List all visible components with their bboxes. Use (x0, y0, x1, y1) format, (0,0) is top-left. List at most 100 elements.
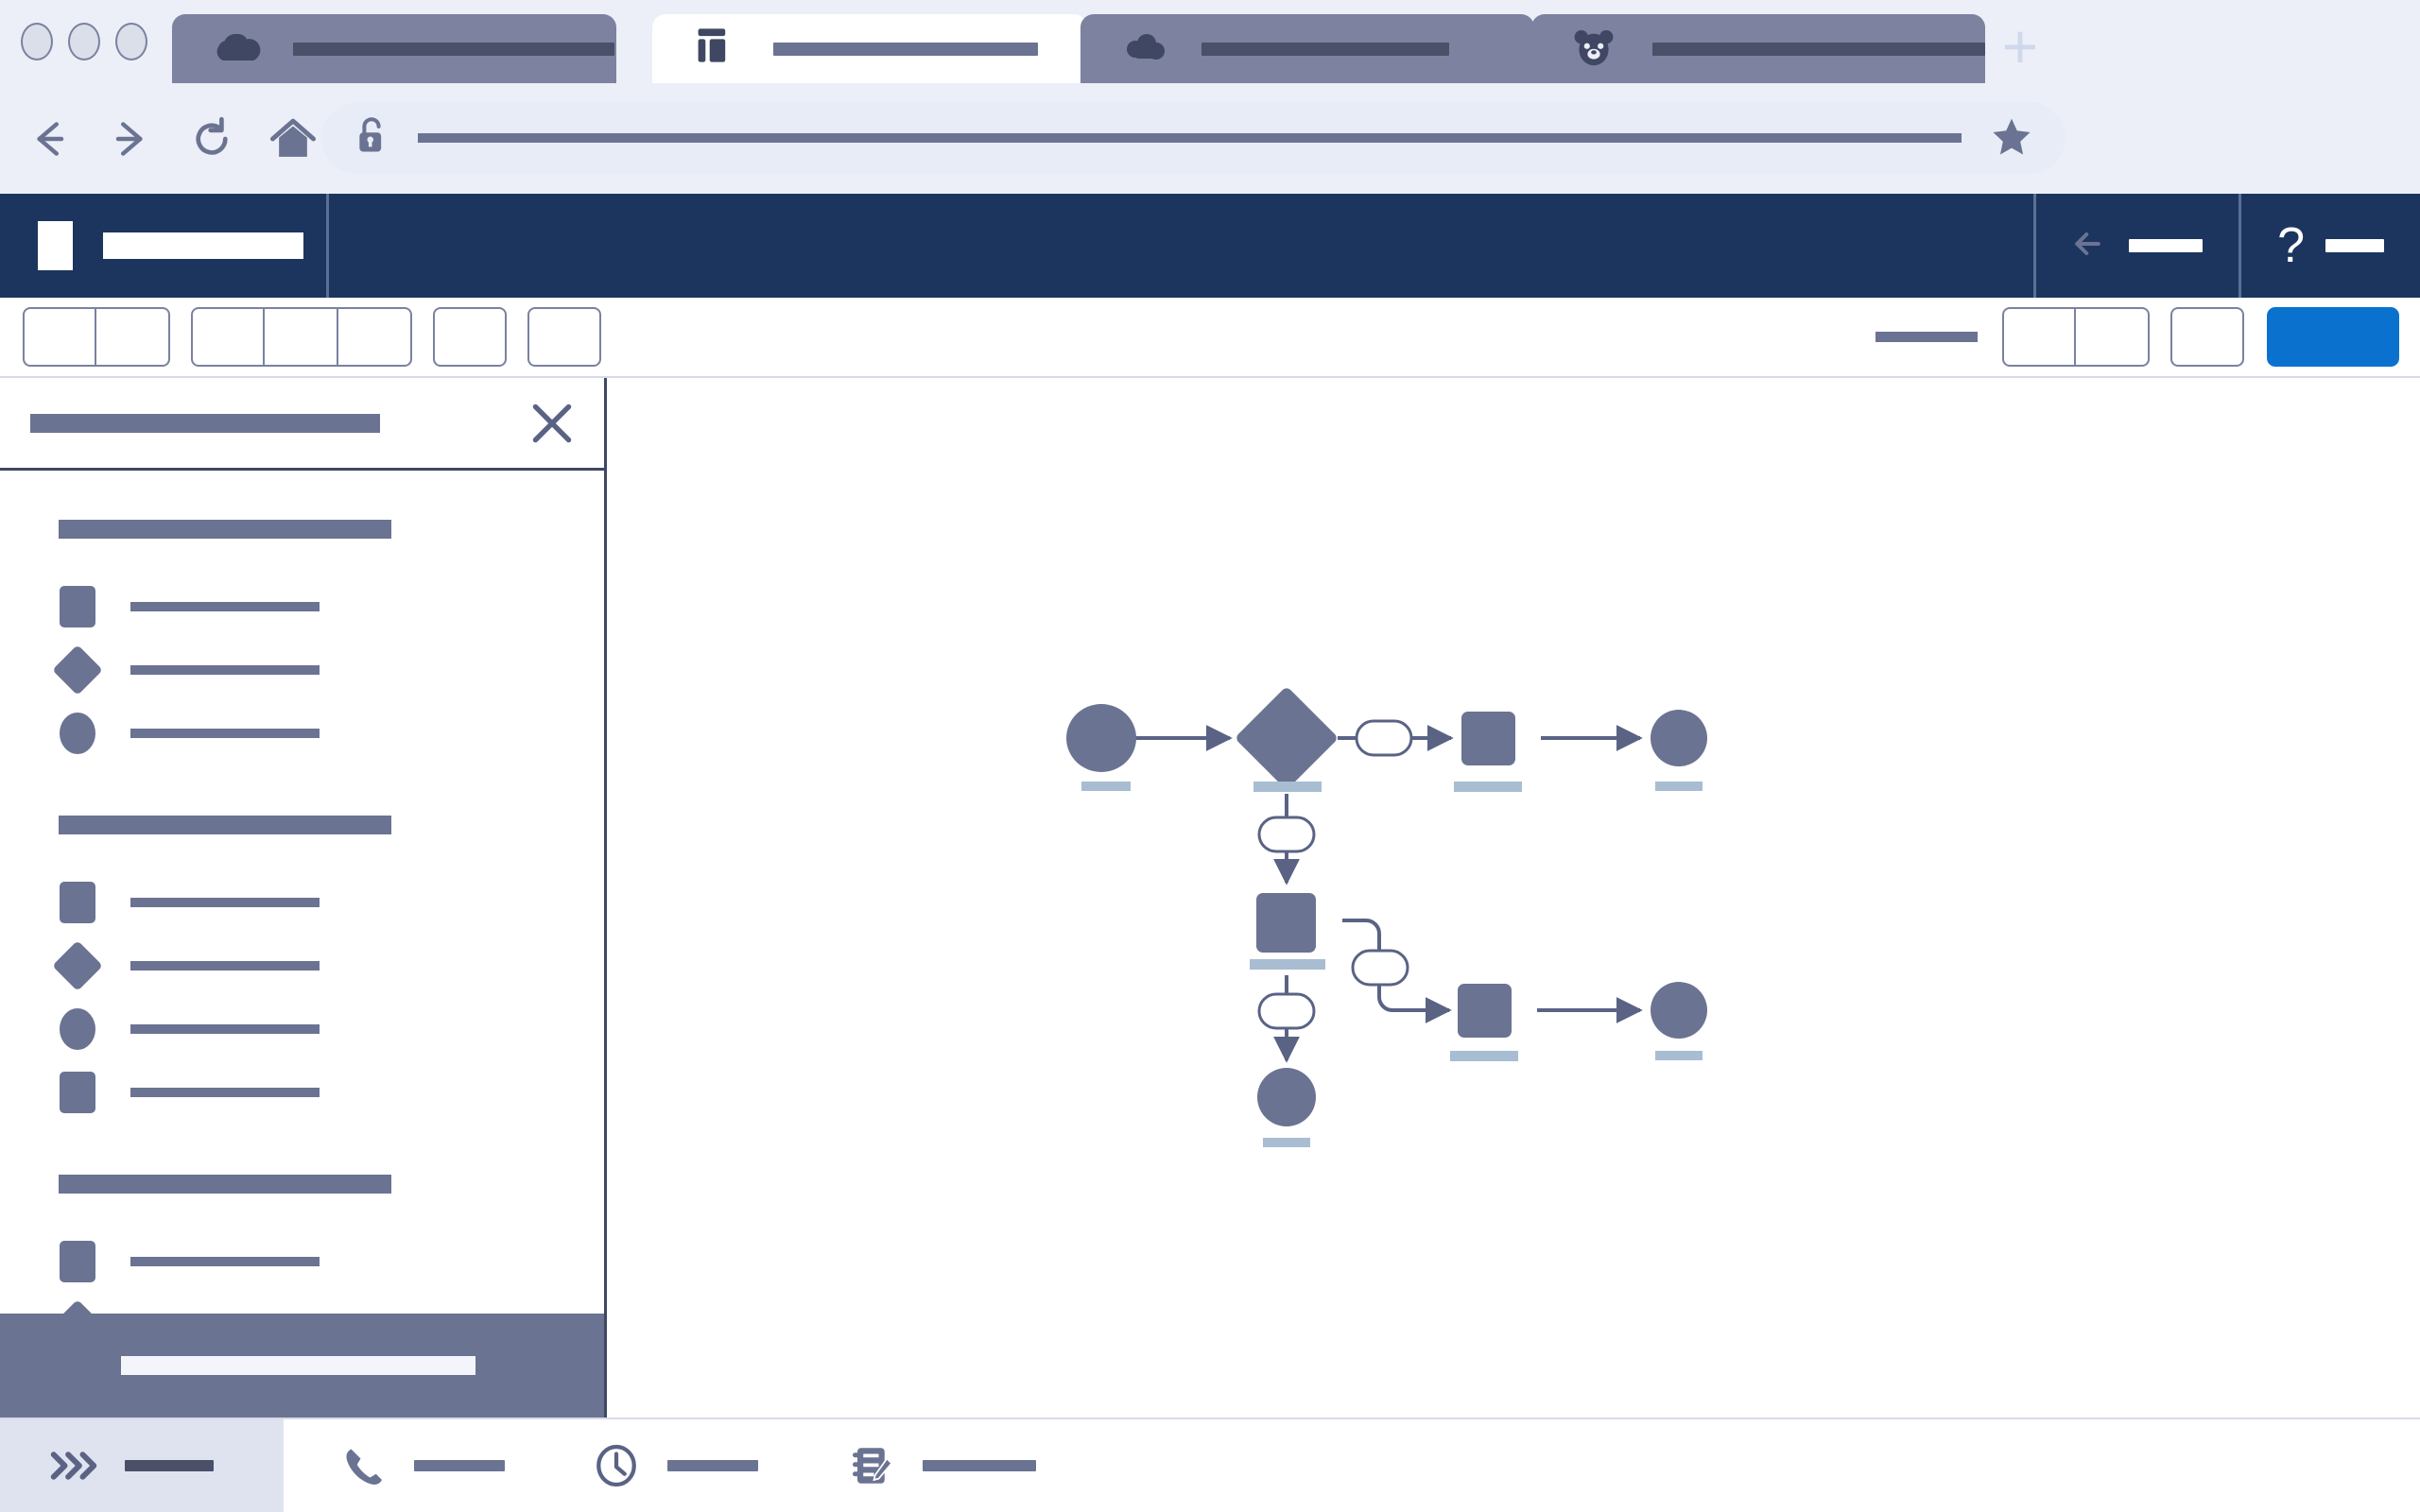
palette-item-label (130, 601, 320, 611)
app-brand-name (103, 232, 303, 259)
status-item-history[interactable] (543, 1419, 796, 1512)
status-item-notes[interactable] (796, 1419, 1074, 1512)
browser-tab-3[interactable] (1080, 14, 1534, 83)
star-icon[interactable] (1990, 114, 2033, 163)
toolbar-button-view-list[interactable] (2076, 307, 2150, 367)
reload-icon[interactable] (178, 105, 246, 173)
close-x-icon[interactable] (527, 398, 578, 449)
browser-tab-4[interactable] (1531, 14, 1985, 83)
status-item-expand-label (125, 1460, 214, 1471)
circle-shape-icon (59, 712, 96, 754)
panel-selected-item[interactable] (0, 1314, 604, 1418)
browser-tab-2[interactable] (652, 14, 1087, 83)
palette-item-label (130, 960, 320, 971)
toolbar-button-view-grid[interactable] (2002, 307, 2076, 367)
palette-section-2 (52, 816, 604, 1124)
panel-header (0, 378, 604, 471)
flowchart-diagram (1066, 686, 1707, 1147)
diagram-node-label (1250, 959, 1325, 970)
diagram-canvas[interactable] (610, 378, 2420, 1418)
diagram-node-decision[interactable] (1235, 686, 1339, 790)
diagram-node-label (1253, 782, 1322, 792)
palette-section-3-header (59, 1175, 391, 1194)
palette-item[interactable] (52, 638, 604, 701)
new-tab-button[interactable]: + (2001, 11, 2039, 81)
edge-label-pill[interactable] (1257, 992, 1316, 1030)
edge-label-pill[interactable] (1257, 816, 1316, 853)
palette-item[interactable] (59, 997, 604, 1060)
palette-item[interactable] (59, 1229, 604, 1293)
diagram-node-task[interactable] (1256, 893, 1316, 953)
minimize-dot[interactable] (68, 23, 100, 60)
edge-label-pills (1257, 719, 1413, 1030)
header-help-action[interactable]: ? (2238, 194, 2420, 298)
square-shape-icon (59, 585, 96, 627)
header-back-label (2129, 239, 2204, 252)
diagram-node-task[interactable] (1461, 712, 1515, 765)
diagram-node-end[interactable] (1651, 982, 1707, 1039)
header-back-action[interactable] (2033, 194, 2238, 298)
toolbar-button-undo[interactable] (23, 307, 96, 367)
toolbar-button-align-center[interactable] (265, 307, 338, 367)
toolbar-button-zoom-out[interactable] (527, 307, 601, 367)
address-bar[interactable] (321, 102, 2066, 174)
close-dot[interactable] (21, 23, 53, 60)
forward-arrow-icon[interactable] (96, 105, 164, 173)
diagram-nodes (1066, 686, 1707, 1147)
palette-section-2-header (59, 816, 391, 834)
toolbar-group-zoom-out (527, 307, 601, 367)
palette-section-1-header (59, 520, 391, 539)
browser-tab-4-title (1652, 42, 1985, 56)
toolbar-button-align-left[interactable] (191, 307, 265, 367)
status-item-calls-label (414, 1460, 505, 1471)
shape-palette-panel (0, 378, 607, 1418)
palette-item[interactable] (59, 575, 604, 638)
browser-tab-3-title (1201, 42, 1449, 56)
bear-face-icon (1571, 25, 1624, 74)
app-header: ? (0, 194, 2420, 298)
url-text[interactable] (418, 133, 1962, 143)
window-controls (21, 21, 163, 62)
palette-item-label (130, 728, 320, 738)
status-item-history-label (667, 1460, 758, 1471)
header-help-label (2325, 239, 2384, 252)
toolbar-button-zoom-in[interactable] (433, 307, 507, 367)
maximize-dot[interactable] (115, 23, 147, 60)
status-item-calls[interactable] (284, 1419, 543, 1512)
toolbar-button-redo[interactable] (96, 307, 170, 367)
palette-item[interactable] (52, 934, 604, 997)
diagram-node-task[interactable] (1458, 984, 1512, 1038)
diagram-node-end[interactable] (1257, 1068, 1316, 1126)
palette-section-1 (52, 520, 604, 765)
unlocked-padlock-icon[interactable] (354, 115, 389, 162)
toolbar-button-settings[interactable] (2170, 307, 2244, 367)
palette-item[interactable] (59, 701, 604, 765)
help-question-icon: ? (2277, 218, 2305, 273)
palette-item-label (130, 1256, 320, 1266)
layout-dashboard-icon (692, 25, 745, 74)
square-shape-icon (59, 1240, 96, 1282)
browser-tab-1[interactable] (172, 14, 616, 83)
palette-item[interactable] (59, 870, 604, 934)
toolbar-group-undo-redo (23, 307, 170, 367)
palette-item[interactable] (59, 1060, 604, 1124)
square-shape-icon (59, 881, 96, 923)
phone-icon (338, 1441, 388, 1490)
diagram-node-label (1081, 782, 1131, 791)
home-icon[interactable] (259, 105, 327, 173)
chevrons-right-icon (49, 1441, 98, 1490)
app-brand[interactable] (0, 194, 329, 298)
status-item-expand[interactable] (0, 1419, 284, 1512)
edge-label-pill[interactable] (1351, 949, 1409, 987)
edge-label-pill[interactable] (1355, 719, 1413, 757)
cloud-icon (212, 25, 265, 74)
browser-tab-1-title (293, 42, 614, 56)
diagram-node-end[interactable] (1651, 710, 1707, 766)
toolbar-right-label (1876, 332, 1978, 342)
diamond-shape-icon (52, 644, 103, 696)
toolbar-primary-button[interactable] (2267, 307, 2399, 367)
diagram-node-start[interactable] (1066, 704, 1136, 772)
back-arrow-icon[interactable] (15, 105, 83, 173)
browser-toolbar (0, 83, 2420, 194)
toolbar-button-align-right[interactable] (338, 307, 412, 367)
